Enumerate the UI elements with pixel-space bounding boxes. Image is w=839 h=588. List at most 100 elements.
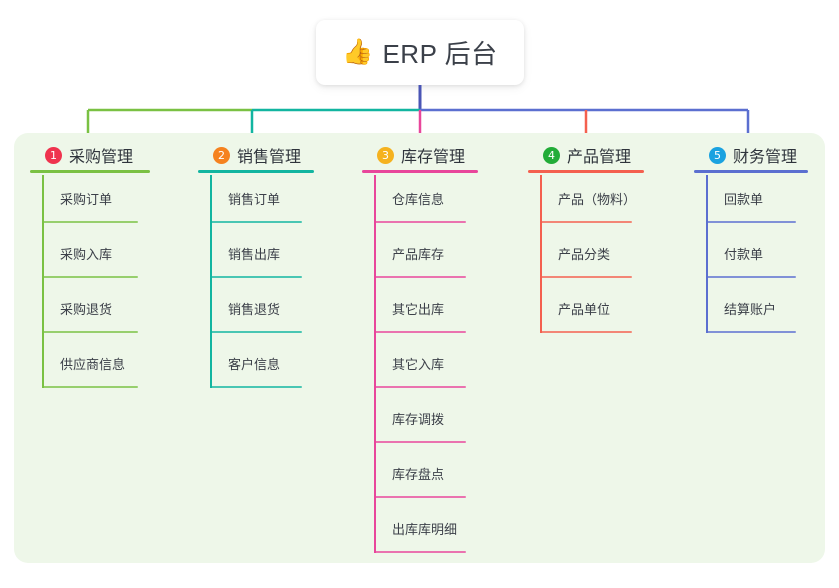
branch-item-rule xyxy=(42,221,138,223)
branch-header-4[interactable]: 4 产品管理 xyxy=(528,140,644,173)
branch-item-label: 回款单 xyxy=(724,192,764,207)
branch-item[interactable]: 回款单 xyxy=(694,175,808,230)
branch-item-rule xyxy=(374,221,466,223)
branches-panel xyxy=(14,133,825,563)
branch-item-label: 库存盘点 xyxy=(392,467,445,482)
branch-item-rule xyxy=(210,221,302,223)
branch-item-rule xyxy=(374,276,466,278)
branch-item[interactable]: 仓库信息 xyxy=(362,175,478,230)
branch-header-rule xyxy=(198,170,314,173)
branch-item[interactable]: 其它出库 xyxy=(362,285,478,340)
branch-item-rule xyxy=(374,441,466,443)
branch-column-4: 4 产品管理产品（物料） 产品分类产品单位 xyxy=(528,140,644,340)
branch-item[interactable]: 采购订单 xyxy=(30,175,150,230)
branch-title: 库存管理 xyxy=(401,149,466,166)
branch-items: 回款单付款单结算账户 xyxy=(694,175,808,340)
branch-spine xyxy=(210,175,212,388)
branch-item-label: 供应商信息 xyxy=(60,357,126,372)
branch-title: 采购管理 xyxy=(69,149,134,166)
branch-item[interactable]: 付款单 xyxy=(694,230,808,285)
branch-header-rule xyxy=(694,170,808,173)
branch-item[interactable]: 产品单位 xyxy=(528,285,644,340)
branch-header-1[interactable]: 1 采购管理 xyxy=(30,140,150,173)
branch-item[interactable]: 销售出库 xyxy=(198,230,314,285)
branch-header-rule xyxy=(528,170,644,173)
branch-title: 销售管理 xyxy=(237,149,302,166)
branch-item-label: 仓库信息 xyxy=(392,192,445,207)
branch-number-badge: 4 xyxy=(543,146,560,164)
branch-title: 财务管理 xyxy=(733,149,798,166)
branch-item[interactable]: 其它入库 xyxy=(362,340,478,395)
branch-item-label: 其它出库 xyxy=(392,302,445,317)
branch-item-rule xyxy=(210,386,302,388)
branch-column-2: 2 销售管理销售订单销售出库销售退货客户信息 xyxy=(198,140,314,395)
branch-item[interactable]: 采购退货 xyxy=(30,285,150,340)
branch-header-rule xyxy=(362,170,478,173)
branch-item-label: 付款单 xyxy=(724,247,764,262)
branch-item-rule xyxy=(540,331,632,333)
branch-item-rule xyxy=(42,386,138,388)
branch-item-rule xyxy=(706,221,796,223)
branch-item-label: 采购退货 xyxy=(60,302,113,317)
branch-spine xyxy=(374,175,376,553)
branch-header-rule xyxy=(30,170,150,173)
thumbs-up-icon: 👍 xyxy=(342,38,374,66)
branch-item-label: 销售出库 xyxy=(228,247,281,262)
branch-spine xyxy=(540,175,542,333)
branch-item[interactable]: 销售退货 xyxy=(198,285,314,340)
branch-item-rule xyxy=(210,276,302,278)
root-node[interactable]: 👍 ERP 后台 xyxy=(316,20,524,85)
branch-items: 采购订单采购入库采购退货供应商信息 xyxy=(30,175,150,395)
branch-spine xyxy=(42,175,44,388)
branch-item-rule xyxy=(706,331,796,333)
branch-item[interactable]: 客户信息 xyxy=(198,340,314,395)
branch-item-label: 出库库明细 xyxy=(392,522,458,537)
branch-item-label: 销售退货 xyxy=(228,302,281,317)
branch-item-label: 销售订单 xyxy=(228,192,281,207)
branch-item[interactable]: 供应商信息 xyxy=(30,340,150,395)
branch-number-badge: 5 xyxy=(709,146,726,164)
branch-item[interactable]: 采购入库 xyxy=(30,230,150,285)
branch-item-label: 库存调拨 xyxy=(392,412,445,427)
branch-header-3[interactable]: 3 库存管理 xyxy=(362,140,478,173)
branch-item[interactable]: 销售订单 xyxy=(198,175,314,230)
branch-number-badge: 2 xyxy=(213,146,230,164)
branch-item-label: 产品分类 xyxy=(558,247,611,262)
branch-item[interactable]: 结算账户 xyxy=(694,285,808,340)
branch-item-rule xyxy=(210,331,302,333)
branch-item-label: 其它入库 xyxy=(392,357,445,372)
branch-item-rule xyxy=(42,331,138,333)
branch-column-3: 3 库存管理仓库信息产品库存其它出库其它入库库存调拨库存盘点出库库明细 xyxy=(362,140,478,560)
branch-title: 产品管理 xyxy=(567,149,632,166)
branch-item-rule xyxy=(540,221,632,223)
branch-items: 仓库信息产品库存其它出库其它入库库存调拨库存盘点出库库明细 xyxy=(362,175,478,560)
root-title: ERP 后台 xyxy=(382,39,498,69)
branch-item-label: 采购入库 xyxy=(60,247,113,262)
branch-item-label: 客户信息 xyxy=(228,357,281,372)
branch-item[interactable]: 出库库明细 xyxy=(362,505,478,560)
branch-item-label: 产品单位 xyxy=(558,302,611,317)
branch-header-2[interactable]: 2 销售管理 xyxy=(198,140,314,173)
branch-item-rule xyxy=(374,331,466,333)
branch-item[interactable]: 产品库存 xyxy=(362,230,478,285)
branch-item-rule xyxy=(540,276,632,278)
branch-item-label: 产品库存 xyxy=(392,247,445,262)
branch-item[interactable]: 产品（物料） xyxy=(528,175,644,230)
branch-column-5: 5 财务管理回款单付款单结算账户 xyxy=(694,140,808,340)
branch-item[interactable]: 库存调拨 xyxy=(362,395,478,450)
branch-item-rule xyxy=(706,276,796,278)
branch-header-5[interactable]: 5 财务管理 xyxy=(694,140,808,173)
branch-number-badge: 1 xyxy=(45,146,62,164)
branch-items: 产品（物料） 产品分类产品单位 xyxy=(528,175,644,340)
branch-item-label: 产品（物料） xyxy=(558,192,637,207)
branch-item-rule xyxy=(374,386,466,388)
branch-items: 销售订单销售出库销售退货客户信息 xyxy=(198,175,314,395)
branch-item-rule xyxy=(42,276,138,278)
branch-number-badge: 3 xyxy=(377,146,394,164)
branch-item-rule xyxy=(374,496,466,498)
branch-spine xyxy=(706,175,708,333)
branch-item-label: 结算账户 xyxy=(724,302,777,317)
branch-item[interactable]: 产品分类 xyxy=(528,230,644,285)
branch-item[interactable]: 库存盘点 xyxy=(362,450,478,505)
